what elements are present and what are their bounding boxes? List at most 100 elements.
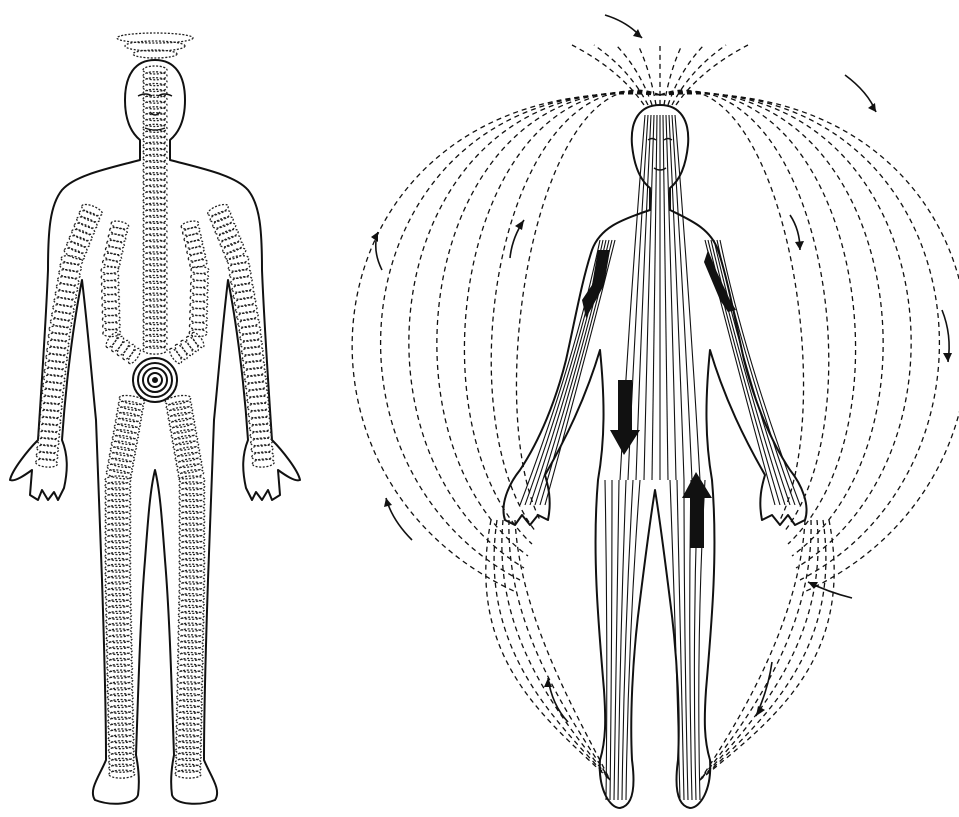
leg-coil-loop-left — [106, 468, 133, 480]
arm-inner-coil-right — [191, 273, 209, 280]
arm-flow-line-left — [520, 240, 600, 505]
arm-inner-coil-right — [190, 301, 208, 308]
leg-coil-loop-left — [107, 462, 134, 474]
leg-coil-loop-left — [117, 405, 144, 417]
arm-coil-loop-right — [211, 215, 234, 231]
field-loop-left — [352, 94, 660, 592]
arm-coil-loop-right — [214, 221, 237, 237]
arm-coil-loop-left — [50, 317, 73, 329]
arm-inner-coil-right — [189, 322, 207, 329]
arm-inner-coil-left — [102, 301, 120, 308]
outer-flow-arrows — [371, 15, 952, 722]
leg-flow-line-left — [605, 480, 607, 800]
arm-inner-coil-right — [183, 233, 202, 244]
arm-coil-loop-left — [56, 282, 79, 294]
leg-coil-loop-left — [109, 451, 136, 463]
head-swirl — [117, 33, 193, 58]
arm-inner-coil-right — [190, 308, 208, 315]
head-fountain-line — [638, 45, 656, 105]
arm-coil-loop-left — [57, 275, 80, 287]
field-loop-lower-right — [700, 520, 811, 780]
arm-coil-loop-left — [51, 310, 74, 322]
arm-coil-loop-right — [224, 246, 247, 262]
torso-flow-line — [675, 115, 700, 480]
arm-inner-coil-right — [186, 245, 205, 256]
leg-coil-loop-left — [111, 440, 138, 452]
field-figure — [352, 15, 959, 808]
field-loop-right — [660, 92, 856, 544]
arm-coil-loop-right — [230, 275, 253, 287]
field-loop-lower-left — [486, 520, 610, 780]
field-loop-lower-right — [700, 520, 826, 780]
arm-coil-loop-right — [234, 296, 257, 308]
arm-coil-loop-right — [231, 282, 254, 294]
head-fountain-line — [676, 45, 748, 105]
leg-coil-loop-left — [108, 457, 135, 469]
arm-coil-loop-left — [75, 215, 98, 231]
leg-flow-line-left — [618, 480, 626, 800]
abdomen-spiral — [133, 358, 177, 402]
leg-coil-loop-left — [110, 445, 137, 457]
arm-coil-loop-right — [229, 268, 252, 280]
head-fountain-line — [668, 45, 704, 105]
arm-coil-loop-left — [60, 254, 83, 266]
arm-inner-coil-right — [190, 315, 208, 322]
arm-coil-loop-left — [65, 240, 88, 256]
arm-coil-loop-left — [53, 296, 76, 308]
arm-inner-coil-right — [188, 252, 207, 263]
arm-coil-loop-right — [228, 261, 251, 273]
leg-flow-line-right — [684, 480, 688, 800]
arm-coil-loop-left — [59, 261, 82, 273]
spiral-figure — [10, 33, 300, 804]
arm-coil-loop-right — [216, 227, 239, 243]
arm-coil-loop-right — [236, 310, 259, 322]
arm-coil-loop-right — [226, 254, 249, 266]
arm-coil-loop-left — [78, 209, 101, 225]
head-fountain-line — [616, 45, 652, 105]
leg-coil-loop-left — [112, 434, 139, 446]
arm-inner-coil-left — [102, 315, 120, 322]
arm-inner-coil-right — [185, 239, 204, 250]
head-fountain-line — [572, 45, 644, 105]
arm-coil-loop-left — [68, 234, 91, 250]
internal-flow-lines — [520, 115, 800, 800]
leg-coil-loop-left — [115, 417, 142, 429]
arm-coil-loop-right — [235, 303, 258, 315]
leg-coil-loop-left — [119, 394, 146, 406]
leg-coil-loop-left — [114, 422, 141, 434]
spine-coil-loop — [143, 346, 167, 354]
arm-coil-loop-left — [70, 227, 93, 243]
head-fountain-line — [594, 45, 648, 105]
field-loop-left — [464, 92, 660, 544]
arm-coil-loop-right — [232, 289, 255, 301]
arm-inner-coil-left — [103, 322, 121, 329]
arm-inner-coil-left — [102, 287, 120, 294]
arm-coil-loop-right — [206, 202, 229, 218]
arm-inner-coil-right — [182, 226, 201, 237]
arm-inner-coil-right — [191, 280, 209, 287]
leg-up-arrow — [682, 472, 712, 548]
arm-coil-loop-left — [54, 289, 77, 301]
arm-coil-loop-right — [221, 240, 244, 256]
arm-coil-loop-right — [219, 234, 242, 250]
leg-coil-loop-left — [116, 411, 143, 423]
head-fountain-line — [664, 45, 682, 105]
arm-inner-coil-left — [101, 266, 119, 273]
arm-coil-loop-right — [237, 317, 260, 329]
field-loop-lower-right — [700, 520, 805, 780]
limb-coils — [35, 202, 274, 778]
arm-inner-coil-right — [190, 287, 208, 294]
arm-inner-coil-left — [102, 294, 120, 301]
torso-down-arrow — [610, 380, 640, 455]
arm-coil-loop-left — [52, 303, 75, 315]
head-fountain-line — [672, 45, 726, 105]
field-loops — [352, 45, 959, 780]
leg-coil-loop-left — [109, 770, 135, 778]
arm-inner-coil-left — [102, 308, 120, 315]
field-loop-lower-right — [700, 520, 834, 780]
arm-coil-loop-left — [80, 202, 103, 218]
field-loop-right — [660, 94, 959, 592]
leg-coil-loop-left — [113, 428, 140, 440]
